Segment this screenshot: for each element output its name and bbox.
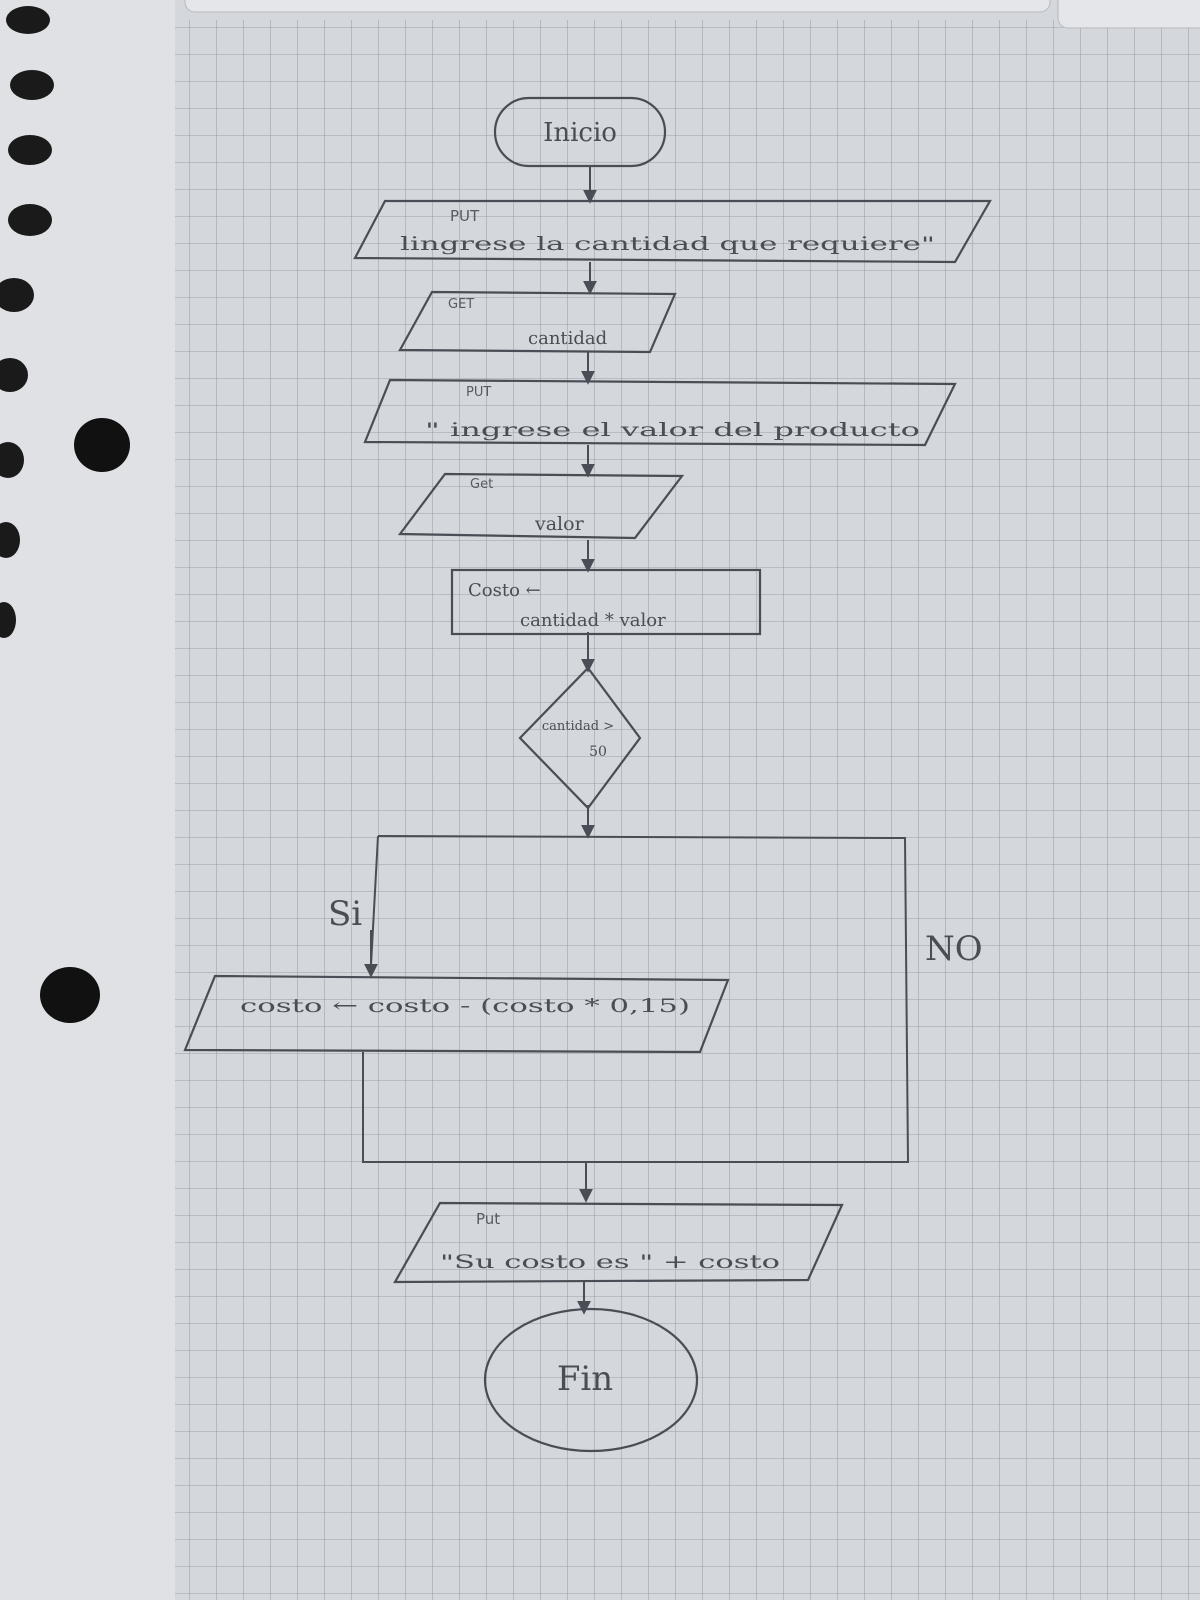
process-line-1: Costo ←	[468, 580, 541, 601]
output-1-text: lingrese la cantidad que requiere"	[400, 233, 935, 255]
output-1-shape	[353, 199, 992, 264]
input-1-tag: GET	[448, 297, 474, 312]
branch-frame	[362, 835, 910, 1163]
branch-yes-label: Si	[328, 894, 362, 934]
end-terminal	[483, 1307, 699, 1453]
paper-margin	[0, 0, 175, 1600]
input-1-shape	[398, 290, 677, 354]
grid-paper	[175, 20, 1200, 1600]
output-1-tag: PUT	[450, 207, 480, 225]
decision-line-1: cantidad >	[542, 719, 614, 734]
yes-step-shape	[183, 974, 730, 1054]
output-3-shape	[393, 1201, 844, 1284]
output-2-shape	[363, 378, 957, 447]
process-line-2: cantidad * valor	[520, 610, 666, 631]
spiral-binding	[0, 6, 130, 1023]
input-2-shape	[397, 472, 685, 540]
input-1-text: cantidad	[528, 328, 607, 349]
input-2-text: valor	[534, 513, 585, 535]
process-box	[450, 568, 762, 636]
input-2-tag: Get	[470, 477, 493, 492]
yes-step-text: costo ← costo - (costo * 0,15)	[240, 995, 690, 1017]
output-3-text: "Su costo es " + costo	[440, 1251, 780, 1273]
start-label: Inicio	[543, 118, 617, 148]
output-2-tag: PUT	[466, 385, 491, 400]
start-terminal	[493, 96, 667, 168]
decision-diamond	[518, 666, 642, 810]
output-2-text: " ingrese el valor del producto	[425, 419, 920, 441]
end-label: Fin	[557, 1359, 613, 1399]
branch-no-label: NO	[925, 929, 983, 969]
output-3-tag: Put	[476, 1210, 500, 1228]
decision-line-2: 50	[589, 744, 607, 760]
